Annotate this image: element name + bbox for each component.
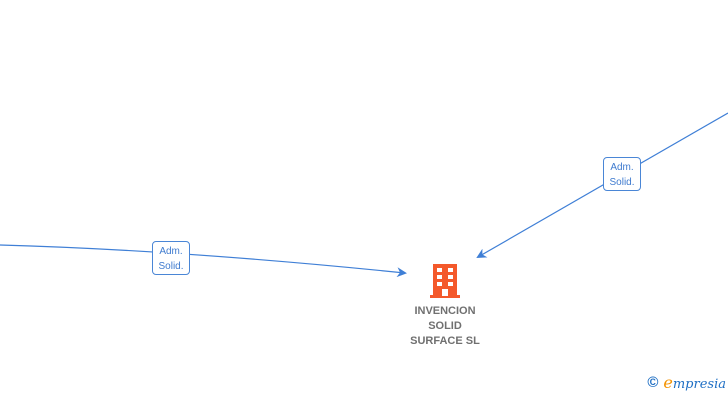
edge-label-top-right[interactable]: Adm. Solid.: [603, 157, 641, 191]
edge-label-line2: Solid.: [158, 261, 184, 272]
edge-label-left[interactable]: Adm. Solid.: [152, 241, 190, 275]
edge-label-line1: Adm.: [610, 162, 634, 173]
edge-label-line2: Solid.: [609, 177, 635, 188]
building-icon: [430, 264, 460, 298]
company-node[interactable]: INVENCION SOLID SURFACE SL: [390, 262, 500, 349]
copyright-icon: ©: [647, 374, 659, 391]
brand-name: empresia: [663, 373, 726, 392]
edge-left: [0, 244, 407, 278]
company-name: INVENCION SOLID SURFACE SL: [410, 305, 480, 347]
edge-label-line1: Adm.: [159, 246, 183, 257]
brand-logo[interactable]: © empresia: [647, 373, 726, 392]
